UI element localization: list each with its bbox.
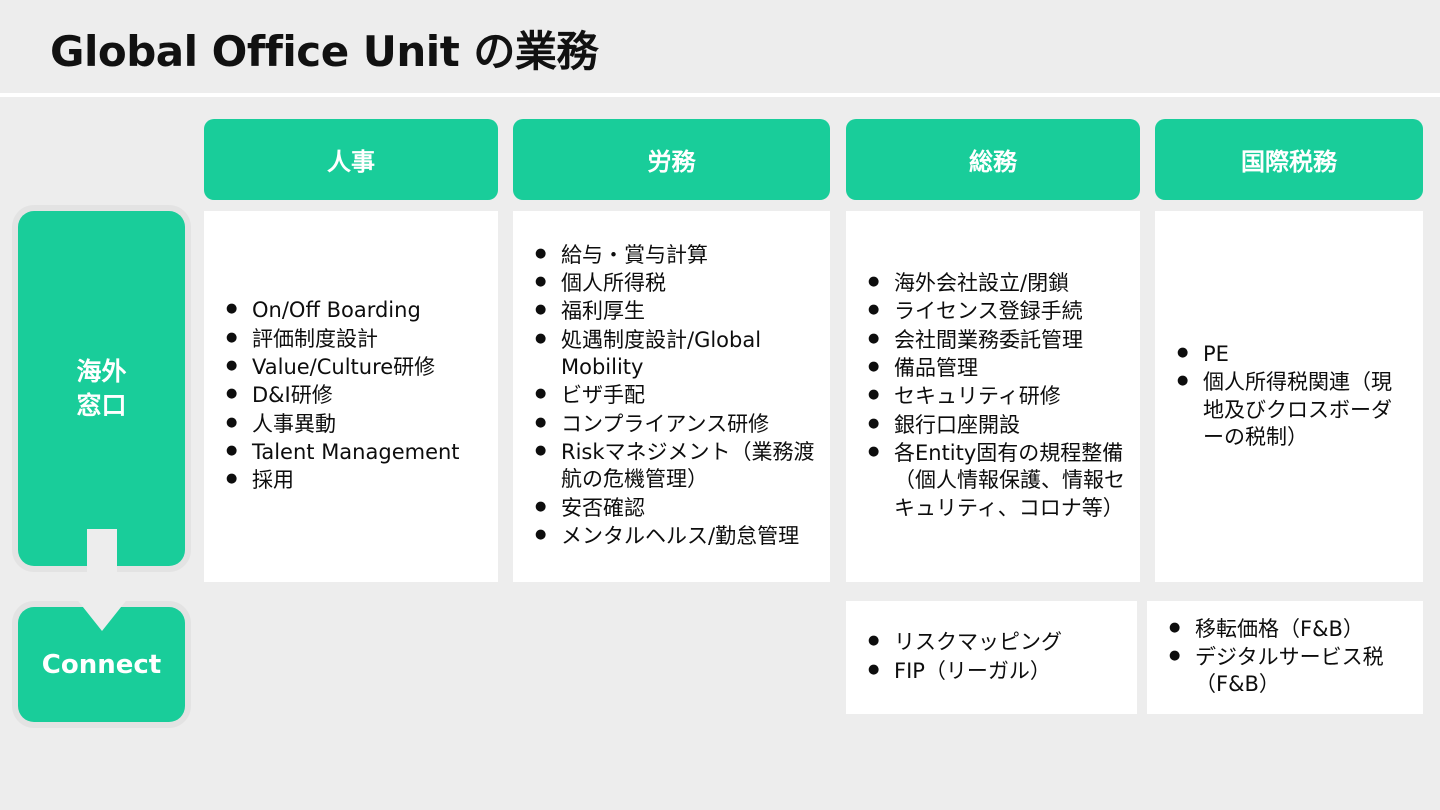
- content-card-hr: On/Off Boarding評価制度設計Value/Culture研修D&I研…: [204, 211, 498, 582]
- list-item: PE: [1177, 340, 1411, 368]
- task-list: 移転価格（F&B）デジタルサービス税（F&B）: [1159, 615, 1411, 700]
- list-item: デジタルサービス税（F&B）: [1169, 643, 1411, 699]
- list-item: 安否確認: [535, 494, 818, 522]
- list-item: 福利厚生: [535, 297, 818, 325]
- list-item: D&I研修: [226, 381, 486, 409]
- list-item: Riskマネジメント（業務渡航の危機管理）: [535, 438, 818, 494]
- list-item: Value/Culture研修: [226, 353, 486, 381]
- column-header-hr[interactable]: 人事: [204, 119, 498, 200]
- list-item: 処遇制度設計/Global Mobility: [535, 326, 818, 382]
- column-header-labor[interactable]: 労務: [513, 119, 830, 200]
- list-item: ライセンス登録手続: [868, 297, 1128, 325]
- content-card-admin-secondary: リスクマッピングFIP（リーガル）: [846, 601, 1137, 714]
- column-header-label: 労務: [647, 148, 696, 176]
- column-header-label: 国際税務: [1241, 148, 1337, 176]
- list-item: 移転価格（F&B）: [1169, 615, 1411, 643]
- task-list: On/Off Boarding評価制度設計Value/Culture研修D&I研…: [216, 296, 486, 495]
- list-item: セキュリティ研修: [868, 382, 1128, 410]
- task-list: PE個人所得税関連（現地及びクロスボーダーの税制）: [1167, 340, 1411, 452]
- gateway-card[interactable]: 海外 窓口: [18, 211, 185, 566]
- list-item: FIP（リーガル）: [868, 656, 1125, 685]
- column-header-admin[interactable]: 総務: [846, 119, 1140, 200]
- list-item: Talent Management: [226, 438, 486, 466]
- task-list: リスクマッピングFIP（リーガル）: [858, 628, 1125, 686]
- column-header-label: 総務: [969, 148, 1017, 176]
- connect-card-label: Connect: [41, 649, 162, 680]
- page-title: Global Office Unit の業務: [50, 27, 598, 76]
- list-item: コンプライアンス研修: [535, 410, 818, 438]
- list-item: On/Off Boarding: [226, 296, 486, 324]
- list-item: 銀行口座開設: [868, 411, 1128, 439]
- list-item: メンタルヘルス/勤怠管理: [535, 522, 818, 550]
- list-item: 会社間業務委託管理: [868, 326, 1128, 354]
- content-card-tax-secondary: 移転価格（F&B）デジタルサービス税（F&B）: [1147, 601, 1423, 714]
- list-item: 個人所得税関連（現地及びクロスボーダーの税制）: [1177, 368, 1411, 451]
- list-item: 各Entity固有の規程整備（個人情報保護、情報セキュリティ、コロナ等）: [868, 439, 1128, 522]
- task-list: 給与・賞与計算個人所得税福利厚生処遇制度設計/Global Mobilityビザ…: [525, 241, 818, 551]
- task-list: 海外会社設立/閉鎖ライセンス登録手続会社間業務委託管理備品管理セキュリティ研修銀…: [858, 269, 1128, 523]
- left-rail: 海外 窓口 Connect: [18, 211, 185, 722]
- gateway-card-label: 海外 窓口: [76, 355, 126, 423]
- list-item: 個人所得税: [535, 269, 818, 297]
- column-header-label: 人事: [327, 148, 375, 176]
- gateway-card-label-line1: 海外: [76, 356, 127, 386]
- list-item: 給与・賞与計算: [535, 241, 818, 269]
- list-item: ビザ手配: [535, 381, 818, 409]
- list-item: 海外会社設立/閉鎖: [868, 269, 1128, 297]
- list-item: リスクマッピング: [868, 628, 1125, 656]
- column-header-tax[interactable]: 国際税務: [1155, 119, 1423, 200]
- title-divider: [0, 93, 1440, 97]
- gateway-card-label-line2: 窓口: [76, 390, 127, 420]
- content-card-labor: 給与・賞与計算個人所得税福利厚生処遇制度設計/Global Mobilityビザ…: [513, 211, 830, 582]
- list-item: 採用: [226, 466, 486, 494]
- content-card-admin: 海外会社設立/閉鎖ライセンス登録手続会社間業務委託管理備品管理セキュリティ研修銀…: [846, 211, 1140, 582]
- list-item: 備品管理: [868, 354, 1128, 382]
- content-card-tax: PE個人所得税関連（現地及びクロスボーダーの税制）: [1155, 211, 1423, 582]
- list-item: 人事異動: [226, 410, 486, 438]
- list-item: 評価制度設計: [226, 325, 486, 353]
